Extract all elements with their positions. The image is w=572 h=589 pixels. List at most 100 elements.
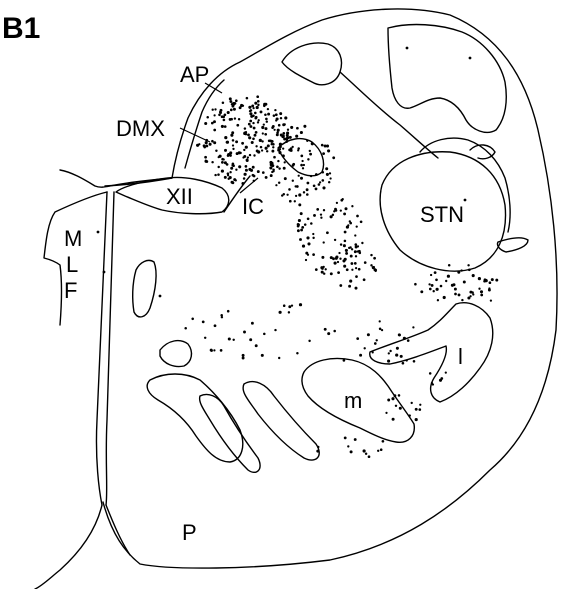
neuron-dot [374,342,377,345]
neuron-dot [221,170,224,173]
neuron-dot [313,214,316,217]
neuron-dot [245,165,248,168]
ic-inner-shape [278,139,324,176]
neuron-dot [488,287,490,289]
neuron-dot [294,200,296,202]
neuron-dot [241,182,244,185]
neuron-dot [211,122,214,125]
neuron-dot [265,147,268,150]
neuron-dot [286,132,289,135]
neuron-dot [255,344,258,347]
neuron-dot [275,113,278,116]
neuron-dot [224,149,227,152]
neuron-dot [398,334,400,336]
neuron-dot [303,125,306,128]
neuron-dot [267,108,269,110]
neuron-dot [297,147,300,150]
neuron-dot [322,152,325,155]
neuron-dot [469,57,472,60]
neuron-dot [224,125,227,128]
neuron-dot [467,296,470,299]
neuron-dot [400,355,403,358]
neuron-dot [288,305,291,308]
neuron-dot [310,175,312,177]
neuron-dot [239,152,242,155]
neuron-dot [270,164,273,167]
neuron-dot [243,331,246,334]
neuron-dot [270,140,273,143]
neuron-dot [323,272,325,274]
neuron-dot [282,123,285,126]
neuron-dot [368,455,371,458]
neuron-dot [303,191,305,193]
neuron-dot [323,209,325,211]
neuron-dot [398,394,401,397]
neuron-dot [264,133,267,136]
neuron-dot [220,349,223,352]
neuron-dot [288,148,291,151]
neuron-dot [261,149,263,151]
neuron-dot [211,161,213,163]
neuron-dot [344,240,347,243]
medial-elongated-tract [133,260,156,317]
neuron-dot [334,262,337,265]
neuron-dot [213,141,216,144]
neuron-dot [312,237,314,239]
neuron-dot [254,112,257,115]
neuron-dot [396,347,399,350]
neuron-dot [303,164,305,166]
midline-raphe-right [106,192,114,505]
neuron-dot [406,47,409,50]
neuron-dot [211,140,214,143]
neuron-dot [243,177,246,180]
neuron-dot [478,288,480,290]
neuron-dot [283,167,286,170]
neuron-dot [246,158,249,161]
neuron-dot [373,257,376,260]
neuron-dot [478,277,481,280]
neuron-dot [281,135,284,138]
neuron-dot [453,283,456,286]
label-mlf-l: L [66,252,78,277]
neuron-dot [241,142,244,145]
neuron-dot [272,170,274,172]
neuron-dot [226,141,229,144]
neuron-dot [339,284,342,287]
neuron-dot [337,261,339,263]
neuron-dot [300,229,303,232]
neuron-dot [361,242,363,244]
neuron-dot [469,291,472,294]
neuron-dot [242,156,244,158]
neuron-dot [265,127,268,130]
neuron-dot [311,142,314,145]
neuron-dot [434,271,437,274]
label-l: l [458,344,463,369]
neuron-dot [278,181,280,183]
neuron-dot [229,97,232,100]
neuron-dot [460,269,462,271]
neuron-dot [495,279,498,282]
neuron-dot [214,108,216,110]
neuron-dot [376,339,378,341]
neuron-dot [249,154,251,156]
neuron-dot [316,450,319,453]
neuron-dot [326,231,329,234]
neuron-dot [381,329,383,331]
neuron-dot [286,194,288,196]
neuron-dot [354,262,357,265]
neuron-dot [454,293,457,296]
neuron-dot [300,155,303,158]
neuron-dot [248,106,251,109]
neuron-dot [412,326,414,328]
neuron-dot [255,145,257,147]
neuron-dot [306,188,309,191]
neuron-dot [375,270,377,272]
neuron-dot [483,280,486,283]
neuron-dot [356,215,359,218]
neuron-dot [395,354,398,357]
neuron-dot [350,262,353,265]
neuron-dot [334,239,336,241]
neuron-dot [296,127,299,130]
neuron-dot [215,149,217,151]
